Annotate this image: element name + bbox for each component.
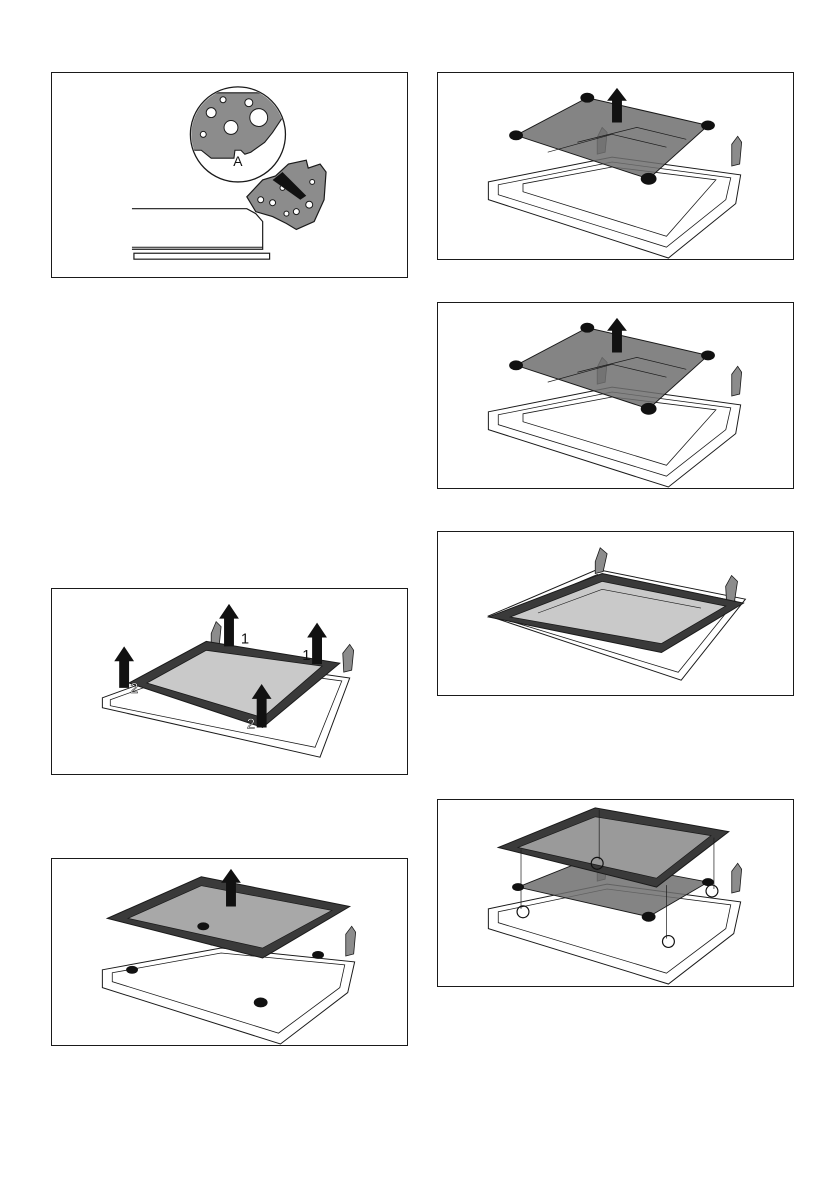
hinge-detail-illustration: A	[52, 73, 407, 277]
step-label-2a: 2	[130, 681, 138, 697]
step-label-1b: 1	[302, 648, 310, 664]
alignment-target-icon	[706, 885, 718, 897]
remove-cover-illustration: 1 1 2 2	[52, 589, 407, 774]
step-label-1a: 1	[241, 631, 249, 647]
figure-remove-door-cover: 1 1 2 2	[51, 588, 408, 775]
alignment-target-icon	[517, 906, 529, 918]
up-arrow-icon	[219, 604, 239, 647]
figure-lift-inner-glass-2	[437, 302, 794, 489]
figure-reinstall-glass-panels	[437, 799, 794, 987]
reinstall-glass-illustration	[438, 800, 793, 986]
door-glass-illustration	[438, 532, 793, 695]
figure-door-glass-installed	[437, 531, 794, 696]
step-label-2b: 2	[247, 716, 255, 732]
figure-lift-outer-panel	[51, 858, 408, 1046]
lift-outer-panel-illustration	[52, 859, 407, 1045]
lift-glass-illustration-2	[438, 303, 793, 488]
alignment-target-icon	[662, 936, 674, 948]
callout-label-a: A	[233, 153, 243, 169]
figure-hinge-detail: A	[51, 72, 408, 278]
lift-glass-illustration-1	[438, 73, 793, 259]
figure-lift-inner-glass-1	[437, 72, 794, 260]
